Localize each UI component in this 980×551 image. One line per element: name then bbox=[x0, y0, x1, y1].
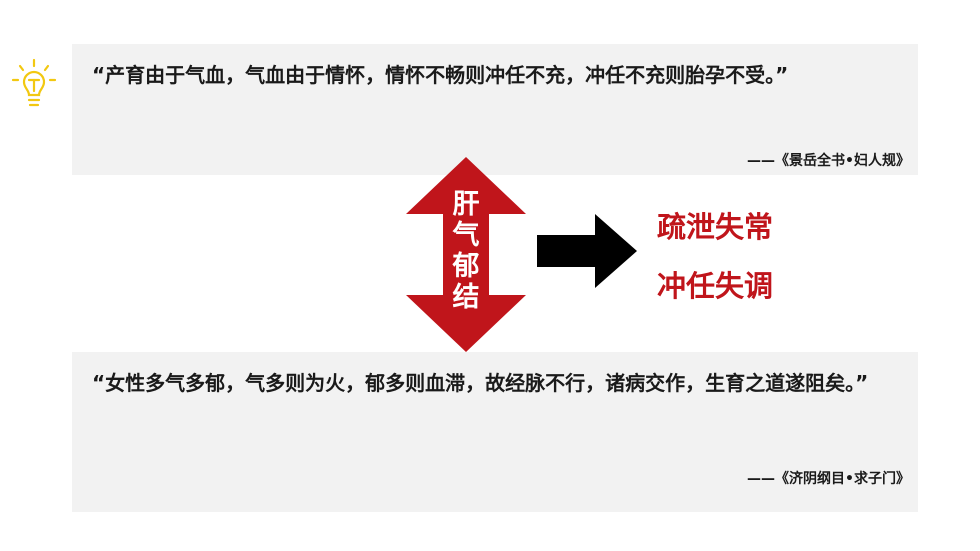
quote-source-bottom: ——《济阴纲目•求子门》 bbox=[747, 471, 910, 487]
quote-text-bottom: “女性多气多郁，气多则为火，郁多则血滞，故经脉不行，诸病交作，生育之道遂阻矣。” bbox=[92, 371, 869, 395]
arrow-right-icon bbox=[537, 214, 637, 288]
quote-box-bottom: “女性多气多郁，气多则为火，郁多则血滞，故经脉不行，诸病交作，生育之道遂阻矣。”… bbox=[72, 352, 918, 512]
quote-text-top: “产育由于气血，气血由于情怀，情怀不畅则冲任不充，冲任不充则胎孕不受。” bbox=[92, 63, 789, 87]
quote-box-top: “产育由于气血，气血由于情怀，情怀不畅则冲任不充，冲任不充则胎孕不受。” ——《… bbox=[72, 44, 918, 175]
v-label-char: 结 bbox=[452, 282, 480, 313]
v-label-char: 气 bbox=[452, 220, 480, 251]
result-text-2: 冲任失调 bbox=[657, 269, 774, 303]
liver-qi-stagnation-label: 肝 气 郁 结 bbox=[443, 189, 489, 313]
result-text-1: 疏泄失常 bbox=[657, 210, 774, 244]
lightbulb-icon bbox=[11, 58, 57, 107]
v-label-char: 肝 bbox=[452, 189, 480, 220]
quote-source-top: ——《景岳全书•妇人规》 bbox=[747, 153, 910, 169]
v-label-char: 郁 bbox=[452, 251, 480, 282]
